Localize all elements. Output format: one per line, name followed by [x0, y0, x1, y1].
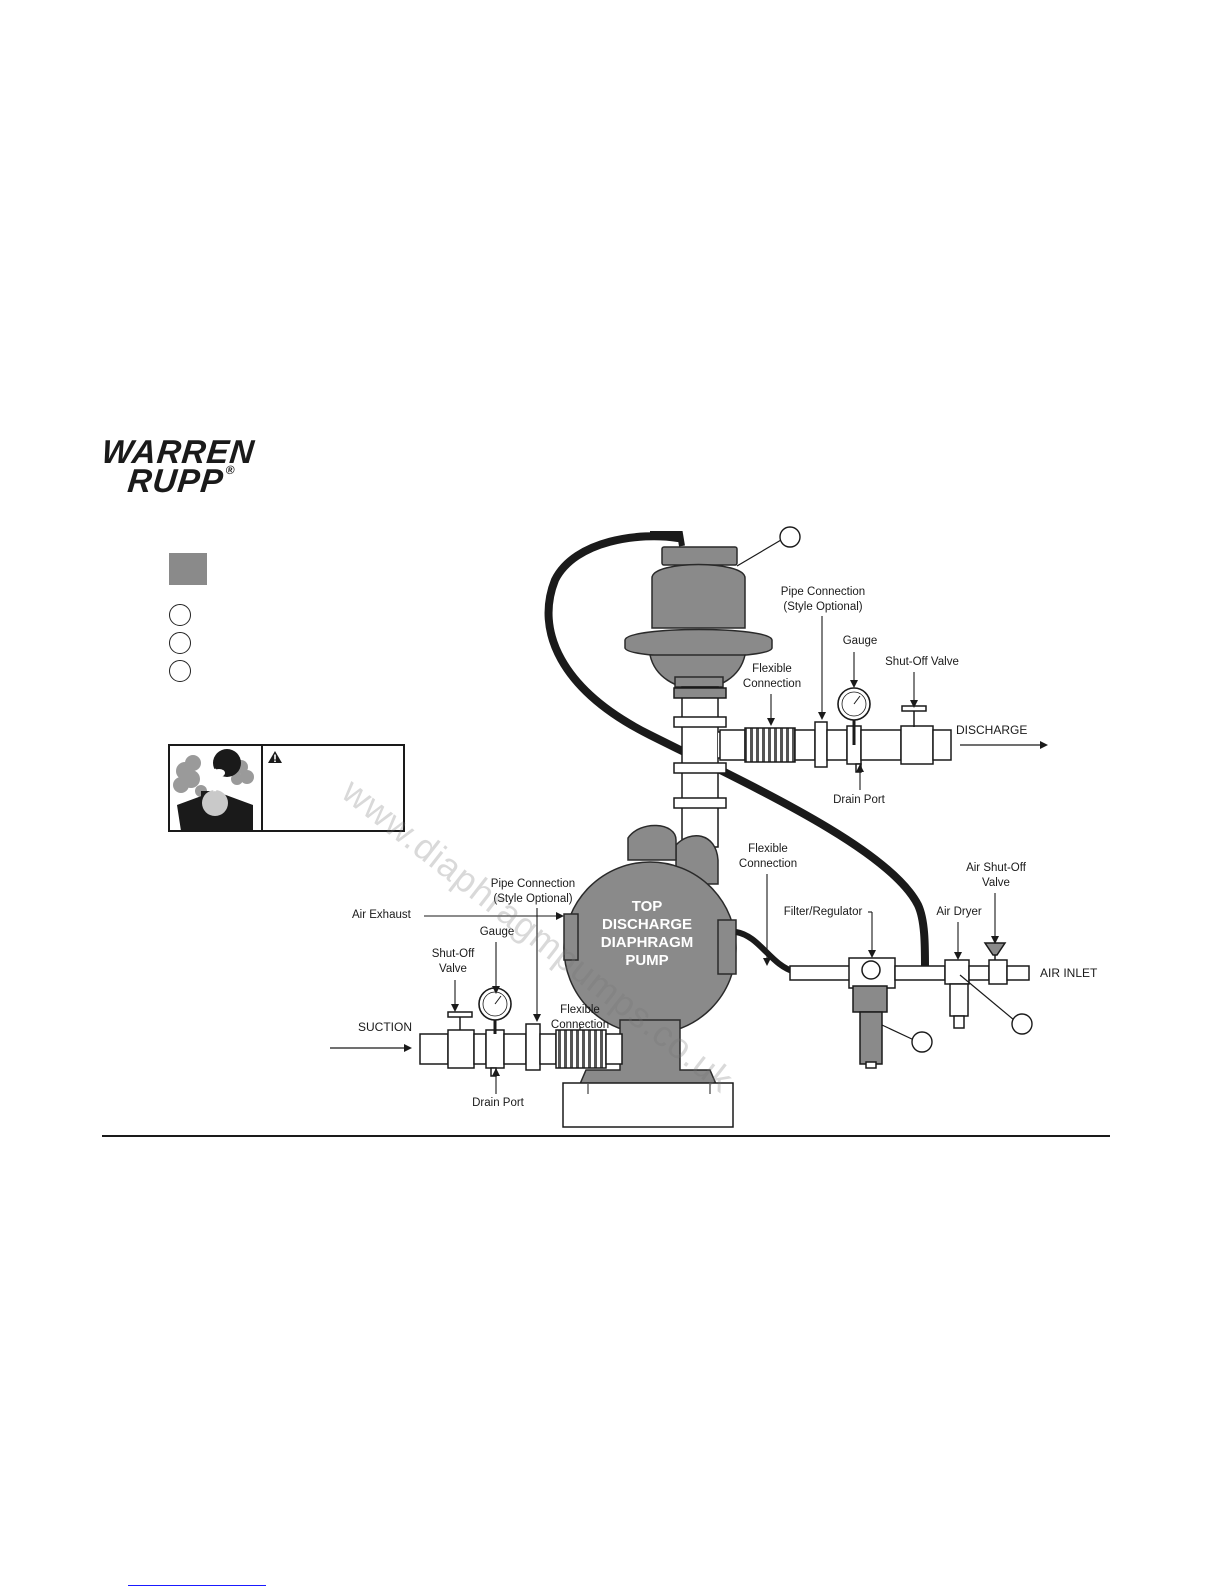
- label-air-dryer: Air Dryer: [936, 906, 982, 918]
- pump-label-line-1: TOP: [631, 898, 663, 915]
- label-shutoff-valve-top: Shut-Off Valve: [885, 656, 959, 668]
- label-air-inlet: AIR INLET: [1040, 966, 1098, 980]
- callout-circle-top: [779, 526, 801, 548]
- pump-base: [562, 1082, 734, 1128]
- label-discharge: DISCHARGE: [956, 723, 1028, 737]
- pump-label-line-4: PUMP: [625, 952, 669, 969]
- pump-label-line-3: DIAPHRAGM: [600, 934, 694, 951]
- label-filter-regulator: Filter/Regulator: [783, 906, 863, 918]
- warning-box: [168, 744, 405, 832]
- surge-suppressor: [624, 546, 773, 690]
- air-supply-hose: [544, 532, 929, 972]
- label-drain-port-bottom: Drain Port: [472, 1097, 524, 1109]
- shutoff-valve-bottom-drawing: [447, 1011, 473, 1030]
- legend-circle-2: [169, 632, 191, 654]
- label-gauge-top: Gauge: [842, 635, 878, 647]
- label-air-exhaust: Air Exhaust: [352, 909, 411, 921]
- shutoff-valve-top-drawing: [901, 705, 927, 727]
- gauge-bottom-drawing: [478, 987, 512, 1034]
- label-pipe-connection-top: Pipe Connection(Style Optional): [780, 586, 866, 613]
- label-gauge-bottom: Gauge: [479, 926, 515, 938]
- pump-body: [563, 824, 737, 1085]
- callout-circle-dryer: [1011, 1013, 1033, 1035]
- air-hose-pump: [735, 929, 797, 975]
- pump-label: TOP DISCHARGE DIAPHRAGM PUMP: [588, 898, 706, 970]
- air-inlet-line: [789, 942, 1030, 1069]
- label-pipe-connection-bottom: Pipe Connection(Style Optional): [490, 878, 576, 905]
- label-suction: SUCTION: [358, 1020, 412, 1034]
- suction-line: [419, 1023, 623, 1077]
- label-drain-port-top: Drain Port: [833, 794, 885, 806]
- discharge-riser: [673, 686, 739, 848]
- legend-gray-square: [169, 553, 207, 585]
- legend-circle-1: [169, 604, 191, 626]
- warning-divider: [261, 746, 263, 830]
- discharge-line: [719, 721, 952, 773]
- warning-triangle-icon: [268, 751, 282, 763]
- callout-circle-filter: [911, 1031, 933, 1053]
- horizontal-rule: [102, 1135, 1110, 1137]
- pump-label-line-2: DISCHARGE: [601, 916, 692, 933]
- legend-circle-3: [169, 660, 191, 682]
- respirator-hazard-icon: [173, 749, 254, 831]
